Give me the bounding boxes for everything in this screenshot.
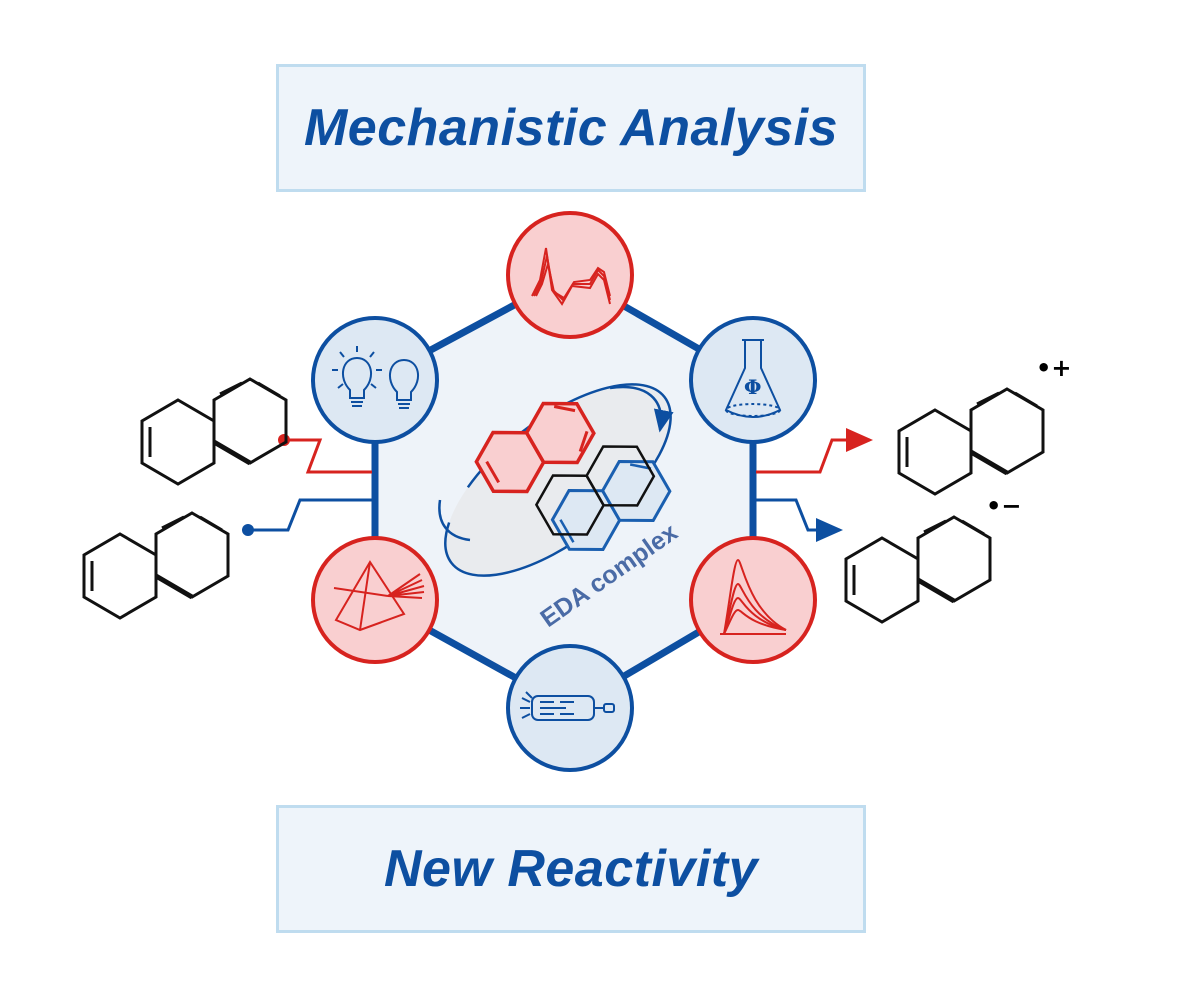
transient-decay-icon	[720, 558, 787, 635]
eda-complex: EDA complex	[438, 383, 683, 633]
node-uv-vis-spectrum	[506, 211, 634, 339]
output-lines	[756, 428, 873, 542]
new-reactivity-label: New Reactivity	[383, 840, 759, 898]
node-prism	[311, 536, 439, 664]
new-reactivity-box: New Reactivity	[276, 805, 866, 933]
photomultiplier-detector-icon	[520, 691, 615, 721]
flask-symbol: Φ	[744, 375, 761, 399]
node-quantum-yield: Φ	[689, 316, 817, 444]
mechanistic-analysis-box: Mechanistic Analysis	[276, 64, 866, 192]
radical-cation-naphthalene	[897, 387, 1045, 496]
input-naphthalene-bottom	[82, 511, 230, 620]
node-light-bulbs	[311, 316, 439, 444]
radical-cation-charge: •+	[1036, 354, 1071, 382]
prism-dispersion-icon	[333, 560, 425, 632]
input-lines	[242, 434, 372, 536]
node-photomultiplier	[506, 644, 634, 772]
input-naphthalene-top	[140, 377, 288, 486]
quantum-yield-flask-icon: Φ	[724, 339, 782, 418]
black-naphthalene-outline	[534, 445, 656, 536]
mechanistic-analysis-label: Mechanistic Analysis	[303, 99, 839, 157]
uv-vis-spectrum-icon	[531, 247, 611, 306]
radical-anion-charge: •−	[986, 492, 1021, 520]
light-bulbs-icon	[332, 346, 420, 409]
node-transient-decay	[689, 536, 817, 664]
donor-naphthalene	[474, 401, 596, 494]
radical-anion-naphthalene	[844, 515, 992, 624]
